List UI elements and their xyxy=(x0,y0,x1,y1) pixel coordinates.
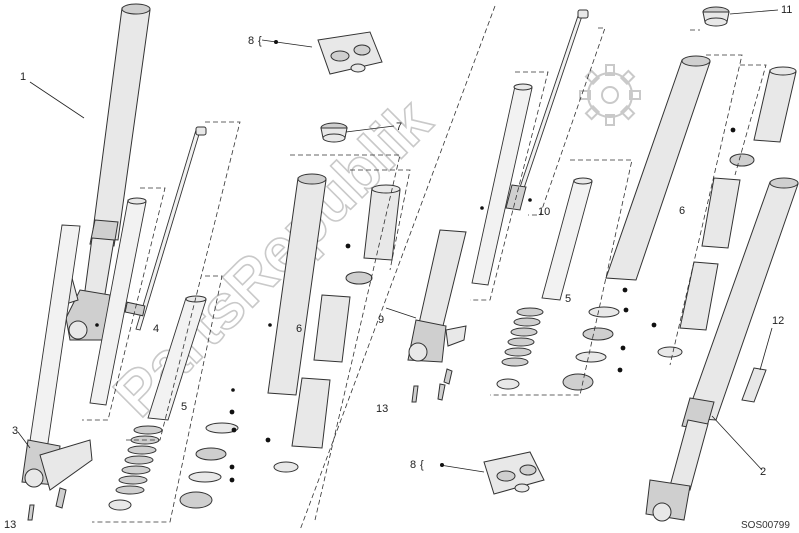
clamp-kit-8-bottom xyxy=(483,451,545,495)
callout-2: 2 xyxy=(760,466,766,478)
callout-11: 11 xyxy=(781,4,792,16)
callout-6-right: 6 xyxy=(679,205,685,217)
left-fork-assembly xyxy=(21,3,411,523)
svg-text:{: { xyxy=(420,459,424,471)
gear-icon xyxy=(579,64,641,126)
spring-assembly-5 xyxy=(108,295,239,511)
tube-set-6 xyxy=(267,173,401,473)
callout-5-left: 5 xyxy=(181,401,187,413)
callout-13-right: 13 xyxy=(376,403,388,415)
right-fork-assembly xyxy=(407,6,799,522)
bolts-13-right xyxy=(411,368,453,403)
damper-rod-4 xyxy=(89,126,207,406)
callout-10: 10 xyxy=(538,206,550,218)
fork-leg-1 xyxy=(59,3,151,341)
separator-line xyxy=(299,5,496,531)
diagram-code: SOS00799 xyxy=(741,520,790,531)
top-cap-11 xyxy=(702,6,730,27)
callout-5-right: 5 xyxy=(565,293,571,305)
left-group-outlines xyxy=(82,121,411,523)
callout-6-left: 6 xyxy=(296,323,302,335)
svg-text:{: { xyxy=(258,35,262,47)
callout-7: 7 xyxy=(396,121,402,133)
callout-8-bottom: 8 xyxy=(410,459,416,471)
marker-dots-right xyxy=(480,127,736,373)
callout-4-left: 4 xyxy=(153,323,159,335)
bolts-13-left xyxy=(27,487,67,521)
part-12 xyxy=(741,367,767,403)
leader-lines xyxy=(17,9,779,473)
callout-3: 3 xyxy=(12,425,18,437)
callout-9: 9 xyxy=(378,314,384,326)
callout-1: 1 xyxy=(20,71,26,83)
callout-13-left: 13 xyxy=(4,519,16,531)
callout-labels: 1 2 3 4 5 6 7 8 { 8 { 9 10 11 12 13 13 5… xyxy=(4,4,792,531)
fork-leg-9 xyxy=(407,9,589,363)
callout-12: 12 xyxy=(772,315,784,327)
clamp-kit-8-top xyxy=(317,31,383,75)
right-group-outlines xyxy=(470,27,767,396)
fork-leg-3 xyxy=(21,224,93,491)
tube-set-6-right xyxy=(605,55,797,358)
marker-dots-left xyxy=(95,243,351,483)
top-cap-7 xyxy=(320,122,348,143)
spring-assembly-5-right xyxy=(496,177,620,391)
callout-8-top: 8 xyxy=(248,35,254,47)
